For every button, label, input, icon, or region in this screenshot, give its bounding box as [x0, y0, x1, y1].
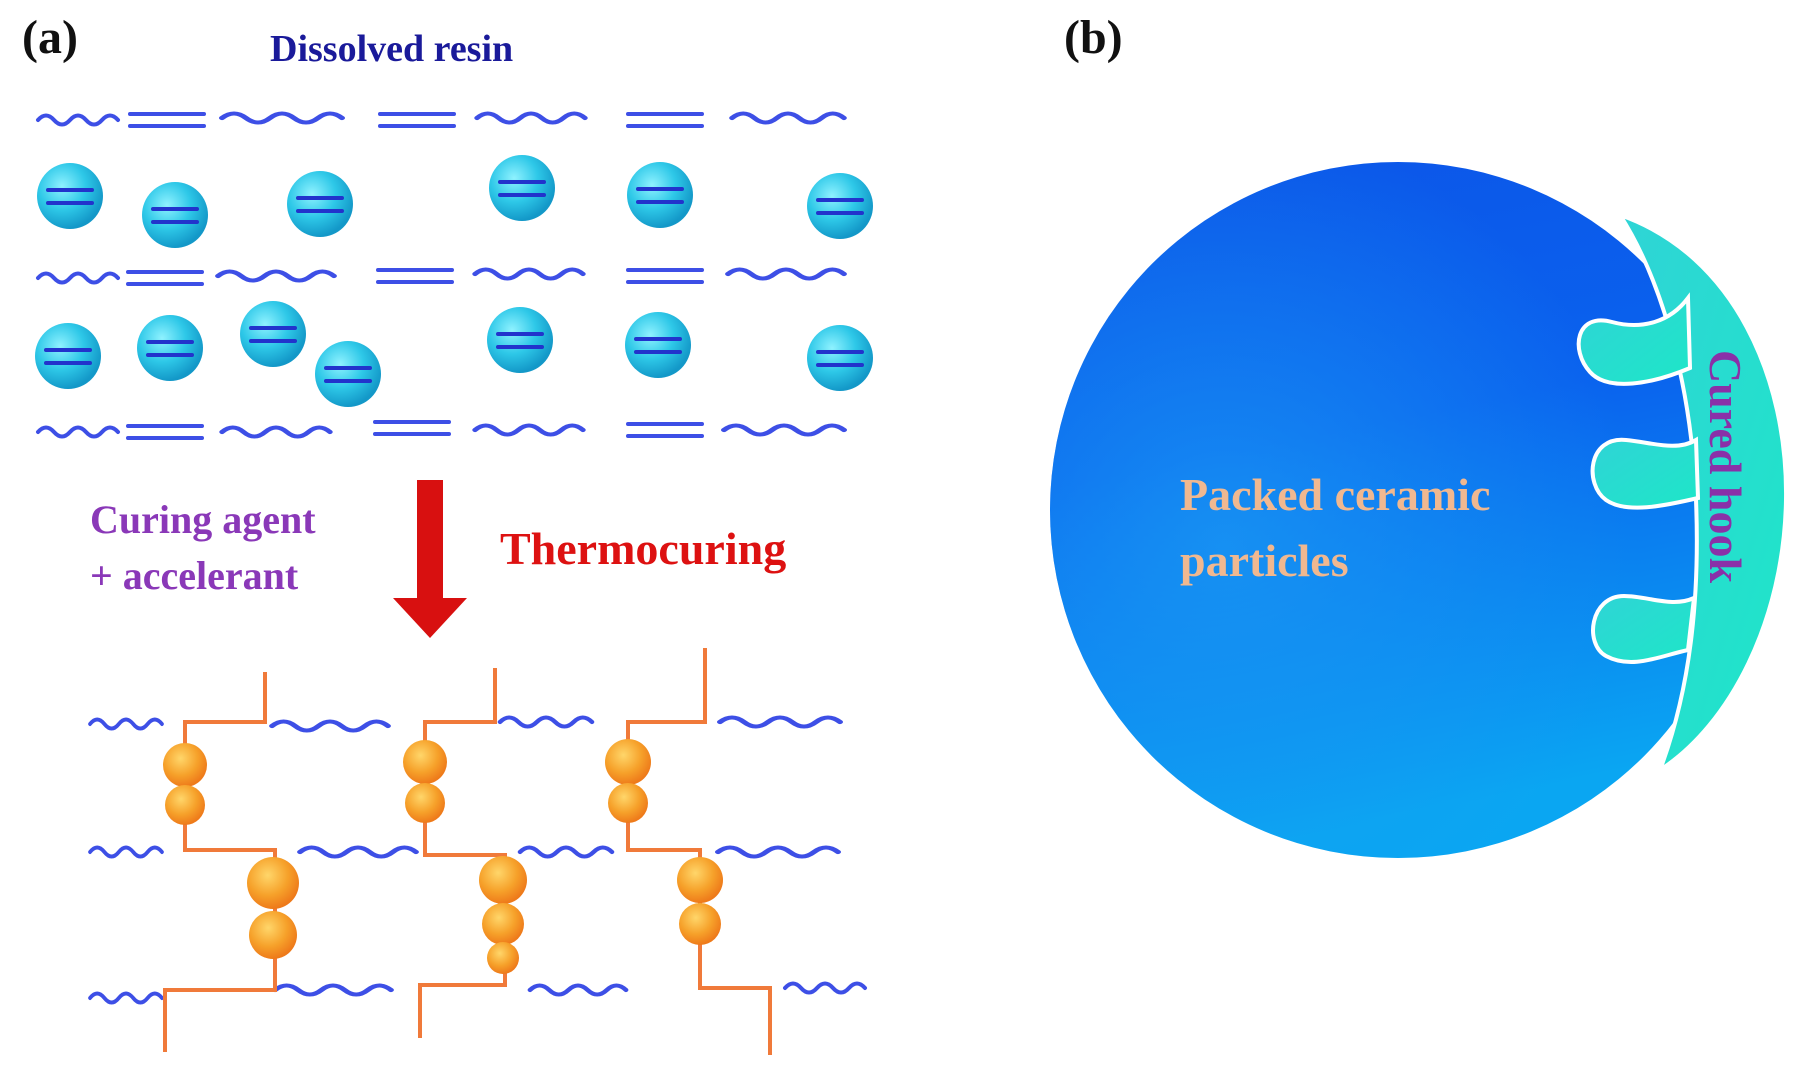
down-arrow-icon [393, 480, 467, 638]
crosslink-network [163, 648, 772, 1055]
crosslink-knot [163, 743, 207, 787]
panel-a-label: (a) [22, 11, 78, 64]
curing-agent-label: Curing agent [90, 497, 316, 542]
hook-finger [1576, 292, 1693, 386]
crosslink-knot [479, 856, 527, 904]
crosslink-knot [608, 783, 648, 823]
crosslink-knot [165, 785, 205, 825]
ceramic-particle [1050, 162, 1746, 858]
panel-b-label: (b) [1064, 11, 1123, 64]
particles-label: particles [1180, 535, 1349, 586]
crosslink-knot [677, 857, 723, 903]
cured-hook-label: Cured hook [1700, 350, 1751, 584]
crosslink-knots [163, 739, 723, 974]
crosslink-chain-left [163, 672, 277, 1052]
crosslink-chain-right [626, 648, 772, 1055]
crosslink-knot [403, 740, 447, 784]
accelerant-label: + accelerant [90, 553, 299, 598]
packed-ceramic-label: Packed ceramic [1180, 469, 1491, 520]
thermocuring-label: Thermocuring [500, 523, 787, 574]
hook-finger [1591, 593, 1697, 665]
crosslink-knot [247, 857, 299, 909]
cured-hook [1576, 211, 1789, 775]
dissolved-resin-title: Dissolved resin [270, 28, 514, 70]
crosslink-chain-middle [418, 668, 507, 1038]
crosslink-knot [249, 911, 297, 959]
crosslink-knot [482, 903, 524, 945]
crosslink-knot [405, 783, 445, 823]
crosslink-knot [605, 739, 651, 785]
crosslink-knot [487, 942, 519, 974]
crosslink-knot [679, 903, 721, 945]
hook-finger [1590, 436, 1701, 510]
